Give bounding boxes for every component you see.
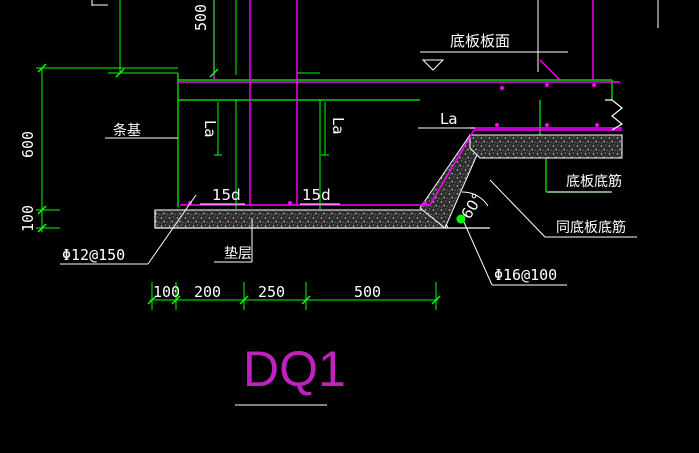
label-hook-right: 15d [302, 186, 331, 204]
label-la-horizontal: La [440, 110, 458, 128]
dimension-lines [36, 0, 438, 406]
dimension-ticks [37, 63, 441, 305]
dim-left-100: 100 [19, 205, 37, 232]
concrete-bedding [154, 134, 623, 229]
dim-bottom-500: 500 [354, 283, 381, 301]
dim-bottom-200: 200 [194, 283, 221, 301]
label-slab-top: 底板板面 [450, 32, 510, 50]
dim-bottom-250: 250 [258, 283, 285, 301]
label-same-as-slab-bottom: 同底板底筋 [556, 219, 626, 236]
dim-left-600: 600 [19, 131, 37, 158]
label-la-vertical-left: La [201, 120, 219, 138]
drawing-title: DQ1 [243, 341, 346, 397]
label-left-rebar: Φ12@150 [62, 246, 125, 264]
label-right-rebar: Φ16@100 [494, 266, 557, 284]
dim-bottom-100: 100 [153, 283, 180, 301]
leader-lines [60, 0, 659, 286]
label-slab-bottom: 底板底筋 [566, 173, 622, 190]
label-la-vertical-right: La [329, 117, 347, 135]
break-line [605, 99, 624, 131]
dim-top-500: 500 [192, 4, 210, 31]
label-strip-foundation: 条基 [113, 122, 141, 139]
label-hook-left: 15d [212, 186, 241, 204]
rebar-lines [178, 0, 622, 206]
label-bedding-layer: 垫层 [224, 246, 252, 262]
base-outline [154, 210, 490, 229]
anchor-node [456, 214, 466, 224]
